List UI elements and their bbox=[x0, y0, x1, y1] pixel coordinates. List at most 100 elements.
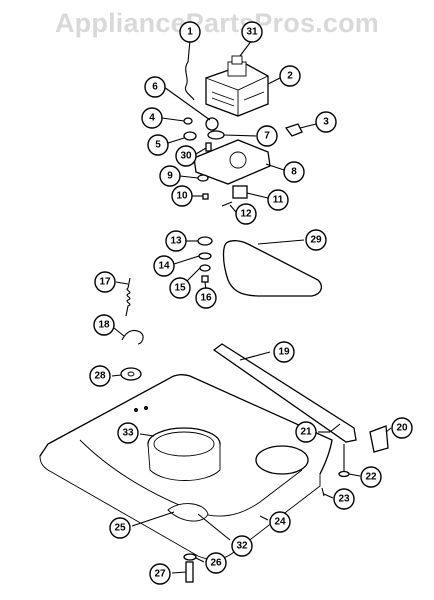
part-13-pulley bbox=[197, 236, 213, 246]
svg-text:26: 26 bbox=[210, 558, 222, 569]
part-20-bracket bbox=[369, 425, 389, 453]
part-2-gearcase bbox=[205, 55, 269, 117]
svg-text:6: 6 bbox=[152, 82, 158, 93]
callout-28[interactable]: 28 bbox=[89, 365, 111, 387]
svg-text:17: 17 bbox=[99, 277, 111, 288]
svg-text:31: 31 bbox=[246, 27, 258, 38]
callout-18[interactable]: 18 bbox=[93, 314, 115, 336]
callout-7[interactable]: 7 bbox=[256, 125, 278, 147]
callout-12[interactable]: 12 bbox=[235, 203, 257, 225]
svg-text:11: 11 bbox=[273, 195, 284, 206]
callout-20[interactable]: 20 bbox=[391, 417, 413, 439]
callout-2[interactable]: 2 bbox=[279, 65, 301, 87]
callouts: 1 31 2 3 6 4 5 30 7 8 9 10 11 12 13 14 1… bbox=[89, 21, 413, 585]
svg-text:1: 1 bbox=[187, 27, 193, 38]
svg-text:14: 14 bbox=[158, 261, 170, 272]
part-30-pin bbox=[205, 142, 212, 152]
callout-3[interactable]: 3 bbox=[315, 111, 337, 133]
callout-21[interactable]: 21 bbox=[295, 421, 317, 443]
callout-19[interactable]: 19 bbox=[273, 341, 295, 363]
part-11-coupler bbox=[232, 185, 248, 199]
callout-31[interactable]: 31 bbox=[241, 21, 263, 43]
callout-29[interactable]: 29 bbox=[305, 229, 327, 251]
part-23-screw bbox=[321, 487, 325, 497]
callout-6[interactable]: 6 bbox=[144, 76, 166, 98]
svg-text:32: 32 bbox=[236, 541, 248, 552]
svg-text:25: 25 bbox=[114, 523, 126, 534]
svg-text:23: 23 bbox=[338, 494, 350, 505]
svg-text:4: 4 bbox=[149, 113, 155, 124]
callout-25[interactable]: 25 bbox=[109, 517, 131, 539]
callout-26[interactable]: 26 bbox=[205, 552, 227, 574]
svg-text:18: 18 bbox=[98, 320, 110, 331]
part-19-brace bbox=[212, 343, 357, 443]
callout-10[interactable]: 10 bbox=[171, 185, 193, 207]
svg-text:19: 19 bbox=[278, 347, 290, 358]
part-5-washer bbox=[183, 131, 197, 141]
svg-text:12: 12 bbox=[240, 209, 252, 220]
part-16-spacer bbox=[201, 275, 209, 283]
svg-text:16: 16 bbox=[200, 293, 212, 304]
part-18-clip bbox=[121, 329, 144, 345]
callout-5[interactable]: 5 bbox=[147, 134, 169, 156]
part-24-base bbox=[39, 374, 333, 560]
svg-text:15: 15 bbox=[174, 283, 186, 294]
callout-9[interactable]: 9 bbox=[159, 165, 181, 187]
callout-8[interactable]: 8 bbox=[283, 161, 305, 183]
callout-4[interactable]: 4 bbox=[141, 107, 163, 129]
part-14-washer bbox=[198, 252, 212, 260]
svg-text:5: 5 bbox=[155, 140, 161, 151]
svg-text:8: 8 bbox=[291, 167, 297, 178]
part-21-pin bbox=[329, 423, 341, 433]
callout-14[interactable]: 14 bbox=[153, 255, 175, 277]
part-10-clip bbox=[202, 193, 209, 200]
part-29-belt bbox=[222, 240, 323, 297]
callout-15[interactable]: 15 bbox=[169, 277, 191, 299]
callout-27[interactable]: 27 bbox=[149, 563, 171, 585]
svg-text:24: 24 bbox=[274, 517, 286, 528]
part-28-grommet-hole bbox=[127, 371, 135, 377]
callout-32[interactable]: 32 bbox=[231, 535, 253, 557]
svg-text:28: 28 bbox=[94, 371, 106, 382]
svg-text:10: 10 bbox=[176, 191, 188, 202]
part-9-nut bbox=[197, 174, 209, 182]
svg-text:20: 20 bbox=[396, 423, 408, 434]
part-6-washer bbox=[205, 117, 219, 131]
part-26-washer bbox=[183, 553, 197, 561]
part-4-bolt bbox=[183, 117, 193, 125]
part-7-washer bbox=[207, 130, 225, 140]
callout-33[interactable]: 33 bbox=[117, 422, 139, 444]
callout-13[interactable]: 13 bbox=[165, 230, 187, 252]
svg-text:7: 7 bbox=[264, 131, 270, 142]
svg-text:2: 2 bbox=[287, 71, 293, 82]
part-22-washer bbox=[338, 470, 350, 478]
svg-text:30: 30 bbox=[180, 151, 192, 162]
leader-lines bbox=[111, 39, 392, 574]
watermark-logo: AppliancePartsPros.com bbox=[54, 8, 379, 38]
callout-23[interactable]: 23 bbox=[333, 488, 355, 510]
svg-text:22: 22 bbox=[365, 472, 377, 483]
part-12-screw bbox=[221, 201, 233, 207]
callout-16[interactable]: 16 bbox=[195, 287, 217, 309]
part-17-spring bbox=[125, 277, 131, 317]
svg-text:3: 3 bbox=[323, 117, 329, 128]
callout-1[interactable]: 1 bbox=[179, 21, 201, 43]
callout-17[interactable]: 17 bbox=[94, 271, 116, 293]
callout-22[interactable]: 22 bbox=[360, 466, 382, 488]
svg-text:27: 27 bbox=[154, 569, 166, 580]
part-8-plate-hole bbox=[229, 151, 247, 169]
callout-24[interactable]: 24 bbox=[269, 511, 291, 533]
part-15-washer bbox=[199, 264, 211, 272]
svg-text:13: 13 bbox=[170, 236, 182, 247]
part-1-hose bbox=[184, 61, 195, 101]
part-27-bolt bbox=[185, 561, 194, 583]
svg-text:29: 29 bbox=[310, 235, 322, 246]
callout-11[interactable]: 11 bbox=[267, 189, 289, 211]
part-drawings bbox=[39, 55, 389, 583]
svg-text:21: 21 bbox=[300, 427, 312, 438]
callout-30[interactable]: 30 bbox=[175, 145, 197, 167]
svg-text:9: 9 bbox=[167, 171, 173, 182]
svg-text:33: 33 bbox=[122, 428, 134, 439]
